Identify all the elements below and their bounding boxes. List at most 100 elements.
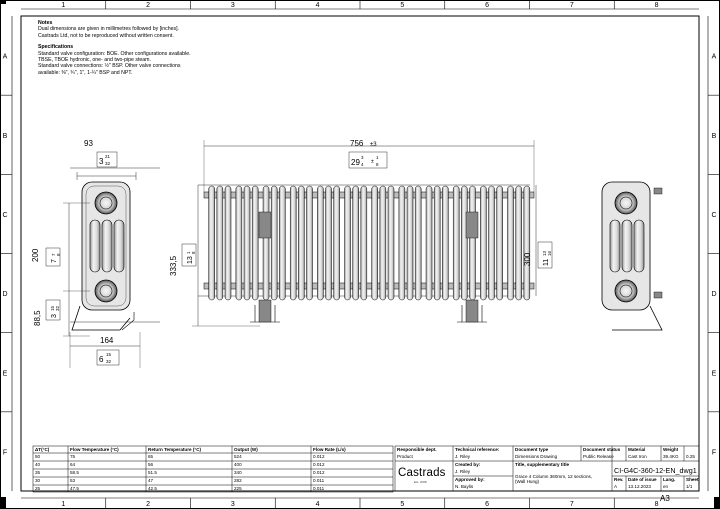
radiator-section — [507, 185, 531, 301]
dim-centres: 300 — [523, 252, 532, 266]
notes-block: Notes Dual dimensions are given in milli… — [38, 20, 191, 76]
date: 13.12.2023 — [628, 484, 651, 489]
zone-row-D-right: D — [711, 291, 716, 298]
sheet-label: Sheet — [686, 477, 699, 482]
radiator-section — [480, 185, 503, 301]
dimension-labels: 93 3 21 32 200 7 7 8 88,5 3 15 32 164 6 … — [31, 139, 553, 366]
radiator-section — [262, 185, 286, 301]
dim-front-length-in-num: 3 — [361, 155, 364, 160]
dim-side-height: 200 — [31, 248, 40, 262]
table-cell: 0.011 — [313, 478, 325, 483]
table-cell: 35 — [35, 470, 41, 475]
spec-heading: Specifications — [38, 44, 74, 51]
zone-col-1-top: 1 — [61, 2, 65, 9]
radiator-section — [208, 185, 232, 301]
dim-front-length-in-den: 4 — [361, 162, 364, 167]
zone-col-6-top: 6 — [485, 2, 489, 9]
dim-side-depth-in-whole: 6 — [99, 355, 104, 364]
document-type: Dimensions Drawing — [515, 454, 558, 459]
th-flow-temp: Flow Temperature (°C) — [70, 447, 119, 452]
scale-value: 0.25 — [686, 454, 695, 459]
zone-col-1-bottom: 1 — [61, 501, 65, 508]
side-view-left — [63, 167, 160, 368]
zone-col-4-bottom: 4 — [316, 501, 320, 508]
approved-by-label: Approved by: — [455, 477, 485, 482]
zone-row-A-right: A — [712, 54, 717, 61]
dim-side-lower-in-whole: 3 — [51, 314, 58, 318]
radiator-section — [371, 185, 395, 301]
responsible-dept: Product — [397, 454, 413, 459]
date-label: Date of issue — [628, 477, 657, 482]
dim-side-height-in-whole: 7 — [51, 259, 58, 263]
title-label: Title, supplementary title — [515, 462, 570, 467]
th-return-temp: Return Temperature (°C) — [148, 447, 202, 452]
dim-side-lower-in-num: 15 — [50, 305, 55, 311]
weight: 39.4KG — [663, 454, 679, 459]
zone-col-2-bottom: 2 — [146, 501, 150, 508]
th-delta-t: ΔT(°C) — [35, 447, 50, 452]
zone-col-5-top: 5 — [400, 2, 404, 9]
spec-line-2: TBSE, TBOE hydronic, one- and two-pipe s… — [38, 57, 151, 64]
table-cell: 53 — [70, 478, 76, 483]
radiator-section — [344, 185, 368, 301]
table-cell: 0.012 — [313, 470, 325, 475]
zone-col-3-top: 3 — [231, 2, 235, 9]
dim-front-height-in-den: 8 — [191, 251, 196, 254]
radiator-section — [235, 185, 259, 301]
zone-row-B-right: B — [712, 133, 717, 140]
title-line-1: Grace 4 Column 360mm, 12 sections, — [515, 474, 593, 479]
zone-col-8-bottom: 8 — [655, 501, 659, 508]
notes-heading: Notes — [38, 20, 53, 26]
dim-side-depth-in-den: 32 — [106, 359, 112, 364]
dim-front-length-tol-in-sign: ± — [371, 159, 374, 165]
dim-centres-in-whole: 11 — [543, 259, 550, 266]
dim-front-length-tol-in-num: 1 — [376, 155, 379, 160]
dim-centres-in-num: 13 — [542, 250, 547, 256]
radiator-section — [452, 185, 476, 301]
table-cell: 400 — [234, 462, 242, 467]
spec-line-1: Standard valve configuration: BOE. Other… — [38, 50, 191, 57]
table-cell: 25 — [35, 486, 41, 491]
title-line-2: (Wall Hung) — [515, 479, 540, 484]
dim-side-width: 93 — [84, 139, 93, 148]
table-cell: 64 — [70, 462, 76, 467]
notes-line-2: Castrads Ltd, not to be reproduced witho… — [38, 32, 174, 39]
zone-row-F-left: F — [3, 449, 7, 456]
zone-row-B-left: B — [3, 133, 8, 140]
rev-label: Rev. — [614, 477, 624, 482]
table-cell: 56 — [148, 462, 154, 467]
radiator-section — [289, 185, 313, 301]
table-cell: 282 — [234, 478, 242, 483]
drawing-number: CI-G4C-360-12-EN_dwg1 — [614, 466, 697, 475]
zone-row-E-left: E — [3, 370, 8, 377]
spec-line-3: Standard valve connections: ½" BSP. Othe… — [38, 63, 181, 70]
side-view-right — [601, 181, 663, 331]
technical-ref-label: Technical reference: — [455, 447, 500, 452]
zone-row-F-right: F — [712, 449, 716, 456]
dim-side-height-in-num: 7 — [51, 253, 56, 256]
table-cell: 42.5 — [148, 486, 157, 491]
dim-side-width-in-num: 21 — [105, 154, 111, 159]
radiator-section — [317, 185, 340, 301]
table-cell: 225 — [234, 486, 242, 491]
performance-table-grid — [32, 445, 394, 493]
dim-front-length: 756 — [350, 139, 364, 148]
castrads-logo-sub: Est. 2008 — [414, 480, 427, 484]
table-cell: 0.012 — [313, 454, 325, 459]
document-status-label: Document status — [583, 447, 621, 452]
dim-side-width-in-den: 32 — [105, 161, 111, 166]
radiator-sections — [208, 185, 531, 301]
dim-side-depth: 164 — [100, 336, 114, 345]
lang: en — [663, 484, 669, 489]
weight-label: Weight — [663, 447, 679, 452]
table-cell: 51.5 — [148, 470, 157, 475]
table-cell: 47 — [148, 478, 154, 483]
zone-row-C-left: C — [2, 212, 7, 219]
table-cell: 47.5 — [70, 486, 79, 491]
dim-side-depth-in-num: 15 — [106, 352, 112, 357]
dim-front-height-in-num: 1 — [186, 251, 191, 254]
approved-by: N. Baylis — [455, 484, 474, 489]
radiator-section — [425, 185, 449, 301]
